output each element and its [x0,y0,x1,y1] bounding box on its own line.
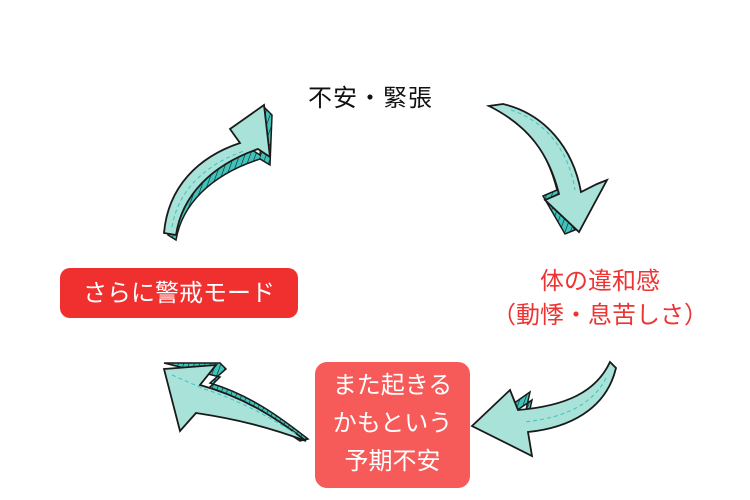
curved-arrow-icon-top-to-right [486,103,609,235]
node-anxiety-tension: 不安・緊張 [308,84,433,112]
node-body-discomfort-line-1: 体の違和感 [540,267,660,295]
curved-arrow-icon-bottom-to-left [162,362,310,442]
node-anticipatory-anxiety-line-2: かもという [332,409,453,437]
curved-arrow-icon-right-to-bottom [470,360,617,458]
curved-arrow-icon-left-to-top [163,103,273,242]
node-anticipatory-anxiety-line-3: 予期不安 [344,447,441,475]
node-body-discomfort: 体の違和感 （動悸・息苦しさ） [480,264,720,332]
node-heightened-alert: さらに警戒モード [60,268,298,318]
node-anticipatory-anxiety-line-1: また起きる [332,371,453,399]
node-body-discomfort-line-2: （動悸・息苦しさ） [492,301,708,329]
node-anticipatory-anxiety: また起きる かもという 予期不安 [315,362,470,488]
